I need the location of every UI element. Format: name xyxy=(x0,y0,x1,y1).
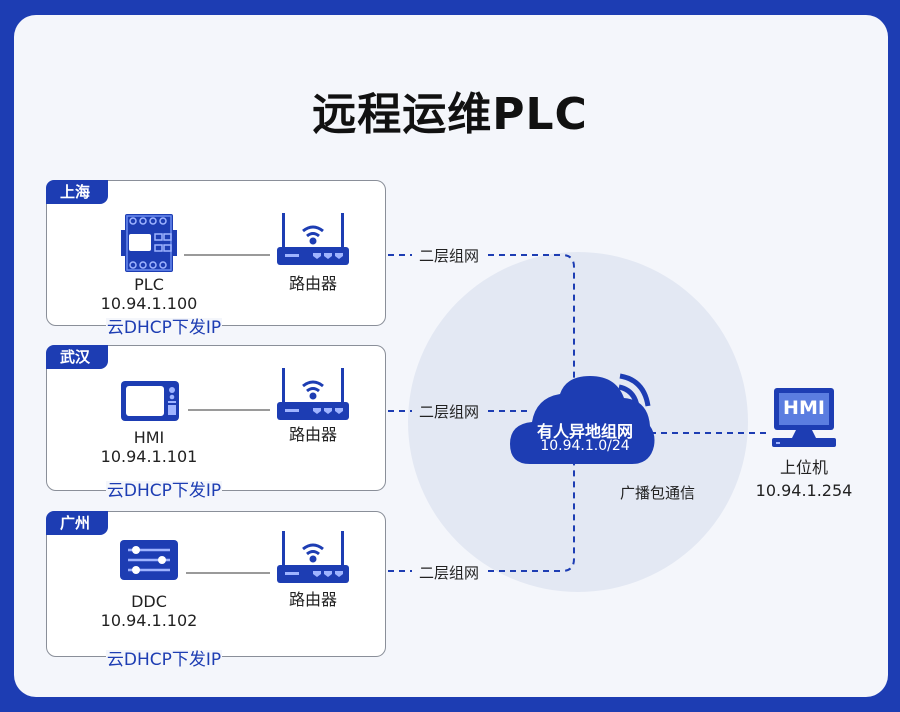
router-icon xyxy=(277,213,349,265)
host-name: 上位机 xyxy=(779,458,828,477)
broadcast-label: 广播包通信 xyxy=(620,484,696,502)
router-label: 路由器 xyxy=(288,590,337,609)
page-title: 远程运维PLC xyxy=(312,89,588,140)
wireless-signal-icon xyxy=(618,373,651,407)
region-tag: 武汉 xyxy=(46,345,108,369)
device-router-line xyxy=(184,254,270,256)
device-type: HMI xyxy=(133,428,165,447)
link-label: 二层组网 xyxy=(419,403,480,421)
link-shanghai-right xyxy=(488,254,575,384)
device-router-line xyxy=(188,409,270,411)
cloud-name: 有人异地组网 xyxy=(536,422,633,441)
router-label: 路由器 xyxy=(288,274,337,293)
device-type: PLC xyxy=(134,275,164,294)
cloud-subnet: 10.94.1.0/24 xyxy=(540,438,630,454)
ddc-controller-icon xyxy=(120,540,178,580)
device-router-line xyxy=(186,572,270,574)
host-screen-text: HMI xyxy=(783,397,825,419)
dhcp-label: 云DHCP下发IP xyxy=(106,481,222,501)
dhcp-label: 云DHCP下发IP xyxy=(106,318,222,338)
region-tag: 广州 xyxy=(46,511,108,535)
link-label: 二层组网 xyxy=(419,564,480,582)
device-ip: 10.94.1.100 xyxy=(100,294,198,313)
router-icon xyxy=(277,531,349,583)
host-ip: 10.94.1.254 xyxy=(755,481,853,500)
region-tag: 上海 xyxy=(46,180,108,204)
cloud-icon xyxy=(510,376,655,464)
device-ip: 10.94.1.101 xyxy=(100,447,198,466)
device-ip: 10.94.1.102 xyxy=(100,611,198,630)
router-icon xyxy=(277,368,349,420)
link-guangzhou-right xyxy=(488,462,575,572)
host-monitor-icon xyxy=(772,388,836,447)
link-label: 二层组网 xyxy=(419,247,480,265)
router-label: 路由器 xyxy=(288,425,337,444)
device-type: DDC xyxy=(131,592,167,611)
hmi-panel-icon xyxy=(121,381,179,421)
dhcp-label: 云DHCP下发IP xyxy=(106,650,222,670)
plc-icon xyxy=(121,214,177,272)
